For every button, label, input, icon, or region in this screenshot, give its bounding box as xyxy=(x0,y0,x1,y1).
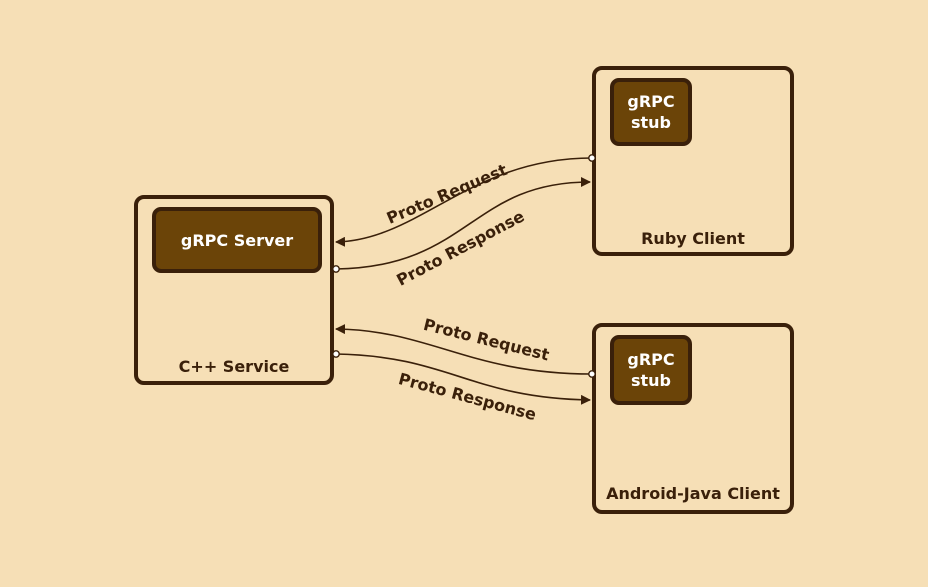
android-response-label: Proto Response xyxy=(397,369,539,424)
android-client-label: Android-Java Client xyxy=(606,484,780,503)
ruby-request-origin-dot xyxy=(588,154,596,162)
ruby-request-label: Proto Request xyxy=(384,160,510,228)
grpc-server-label: gRPC Server xyxy=(180,230,294,250)
ruby-response-origin-dot xyxy=(332,265,340,273)
cpp-service-box: gRPC Server C++ Service xyxy=(134,195,334,385)
ruby-response-line xyxy=(335,177,591,270)
android-response-origin-dot xyxy=(332,350,340,358)
android-stub-line2: stub xyxy=(630,371,671,390)
ruby-grpc-stub-box: gRPC stub xyxy=(610,78,692,146)
android-grpc-stub-box: gRPC stub xyxy=(610,335,692,405)
ruby-stub-line1: gRPC xyxy=(627,92,675,111)
ruby-request-line xyxy=(335,157,593,247)
grpc-server-box: gRPC Server xyxy=(152,207,322,273)
android-request-origin-dot xyxy=(588,370,596,378)
ruby-stub-line2: stub xyxy=(630,113,671,132)
android-client-box: gRPC stub Android-Java Client xyxy=(592,323,794,514)
android-request-label: Proto Request xyxy=(422,315,552,365)
ruby-client-label: Ruby Client xyxy=(641,229,745,248)
android-response-line xyxy=(335,353,591,405)
android-request-line xyxy=(335,324,593,375)
cpp-service-label: C++ Service xyxy=(178,357,290,376)
android-stub-line1: gRPC xyxy=(627,350,675,369)
